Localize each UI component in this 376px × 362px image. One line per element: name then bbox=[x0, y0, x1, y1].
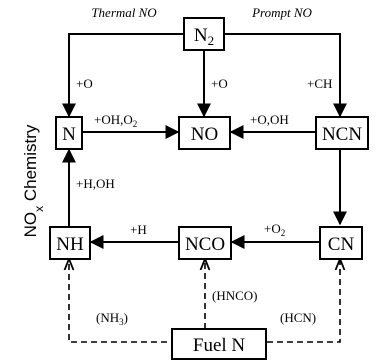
edge-n2-to-n bbox=[62, 33, 184, 118]
node-n2: N2 bbox=[183, 17, 225, 51]
label-nco-to-nh: +H bbox=[130, 222, 147, 237]
edge-fuel-to-cn bbox=[267, 260, 340, 343]
svg-text:NO: NO bbox=[191, 124, 218, 145]
prompt-no-header: Prompt NO bbox=[251, 5, 312, 20]
node-ncn: NCN bbox=[315, 116, 369, 150]
svg-text:Fuel N: Fuel N bbox=[193, 335, 246, 356]
node-no: NO bbox=[178, 116, 231, 150]
svg-text:NCN: NCN bbox=[322, 124, 362, 145]
label-cn-to-nco: +O2 bbox=[264, 221, 285, 238]
node-n: N bbox=[55, 116, 83, 150]
edge-fuel-to-nh bbox=[69, 260, 247, 343]
node-nh: NH bbox=[49, 226, 91, 260]
svg-text:NH: NH bbox=[56, 234, 84, 255]
label-fuel-to-nco: (HNCO) bbox=[212, 288, 258, 303]
label-n2-to-no: +O bbox=[211, 76, 228, 91]
thermal-no-header: Thermal NO bbox=[91, 5, 157, 20]
node-cn: CN bbox=[319, 226, 363, 260]
node-nco: NCO bbox=[178, 226, 232, 260]
svg-text:N: N bbox=[62, 124, 76, 145]
label-n2-to-n: +O bbox=[76, 76, 93, 91]
edge-n2-to-ncn bbox=[224, 33, 347, 118]
label-fuel-to-nh: (NH3) bbox=[96, 310, 128, 327]
label-nh-to-n: +H,OH bbox=[76, 176, 115, 191]
label-ncn-to-no: +O,OH bbox=[250, 112, 289, 127]
side-title: NOx Chemistry bbox=[21, 124, 46, 237]
svg-text:CN: CN bbox=[328, 234, 355, 255]
label-fuel-to-cn: (HCN) bbox=[280, 310, 316, 325]
svg-text:NCO: NCO bbox=[185, 234, 225, 255]
svg-text:N2: N2 bbox=[194, 25, 214, 48]
label-n2-to-ncn: +CH bbox=[307, 76, 332, 91]
label-n-to-no: +OH,O2 bbox=[94, 112, 137, 129]
node-fuel-n: Fuel N bbox=[171, 328, 267, 360]
